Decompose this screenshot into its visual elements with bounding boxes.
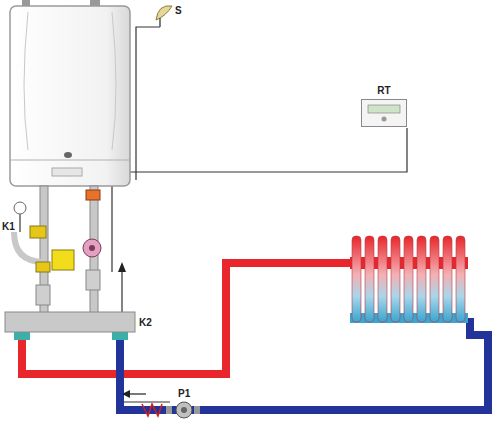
wire xyxy=(112,27,407,402)
flow-arrow xyxy=(118,262,146,398)
thermostat-display xyxy=(362,100,406,126)
outdoor-sensor xyxy=(156,6,172,27)
radiator xyxy=(350,236,468,323)
node-label: RT xyxy=(361,86,407,96)
pump-symbol xyxy=(166,402,200,418)
check-valve xyxy=(142,404,162,416)
thermostat-body xyxy=(361,99,407,127)
return-pipe xyxy=(120,318,488,410)
boiler xyxy=(10,0,130,186)
callout-label: K1 xyxy=(2,222,15,232)
callout-label: K2 xyxy=(139,318,152,328)
k1-group xyxy=(14,186,101,316)
thermostat: RT xyxy=(361,86,407,127)
k2-manifold xyxy=(5,312,135,332)
callout-label: S xyxy=(175,6,182,16)
callout-label: P1 xyxy=(178,389,190,399)
